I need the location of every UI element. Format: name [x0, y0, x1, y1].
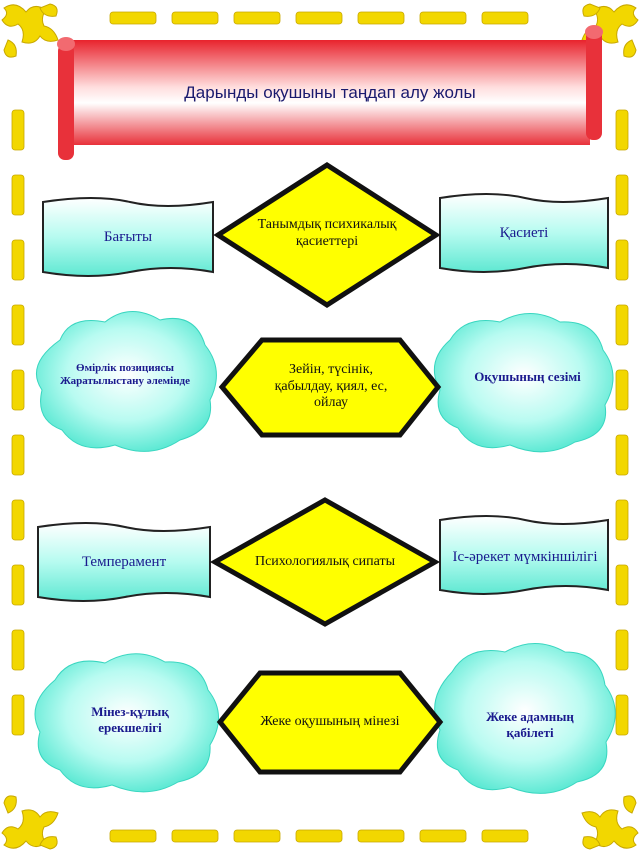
title-banner	[57, 25, 603, 160]
center-hexagon-2	[216, 670, 444, 775]
right-cloud-2	[434, 643, 616, 794]
page-title: Дарынды оқушыны таңдап алу жолы	[184, 82, 476, 102]
left-label-2: Өмірлік позициясы Жаратылыстану әлемінде	[60, 361, 190, 387]
center-label-4: Жеке оқушының мінезі	[260, 713, 400, 729]
right-label-1: Қасиеті	[499, 225, 549, 241]
border-ornament-left	[11, 109, 25, 736]
left-cloud-1	[35, 311, 217, 452]
left-label-4: Мінез-құлық ерекшелігі	[91, 704, 169, 735]
center-hexagon-1	[218, 337, 442, 438]
left-label-3: Темперамент	[81, 554, 167, 570]
border-ornament-top	[109, 11, 529, 25]
center-diamond-2	[209, 497, 441, 627]
right-label-3: Іс-әрекет мүмкіншілігі	[452, 549, 598, 565]
right-wave-box-2	[439, 515, 609, 595]
right-wave-box-1	[439, 193, 609, 273]
left-label-1: Бағыты	[103, 229, 153, 245]
center-label-1: Танымдық психикалық қасиеттері	[257, 217, 397, 249]
center-label-3: Психологиялық сипаты	[254, 553, 396, 569]
corner-ornament-bottom-right	[581, 795, 639, 850]
left-wave-box-2	[37, 522, 211, 602]
left-wave-box-1	[42, 197, 214, 277]
center-label-2: Зейін, түсінік, қабылдау, қиял, ес, ойла…	[274, 361, 388, 411]
right-cloud-1	[433, 313, 614, 453]
right-label-2: Оқушының сезімі	[474, 369, 581, 385]
left-cloud-2	[34, 653, 219, 793]
right-label-4: Жеке адамның қабілеті	[486, 709, 574, 740]
corner-ornament-top-left	[1, 3, 59, 58]
center-diamond-1	[213, 162, 441, 308]
corner-ornament-bottom-left	[1, 795, 59, 850]
border-ornament-right	[615, 109, 629, 736]
border-ornament-bottom	[109, 829, 529, 843]
